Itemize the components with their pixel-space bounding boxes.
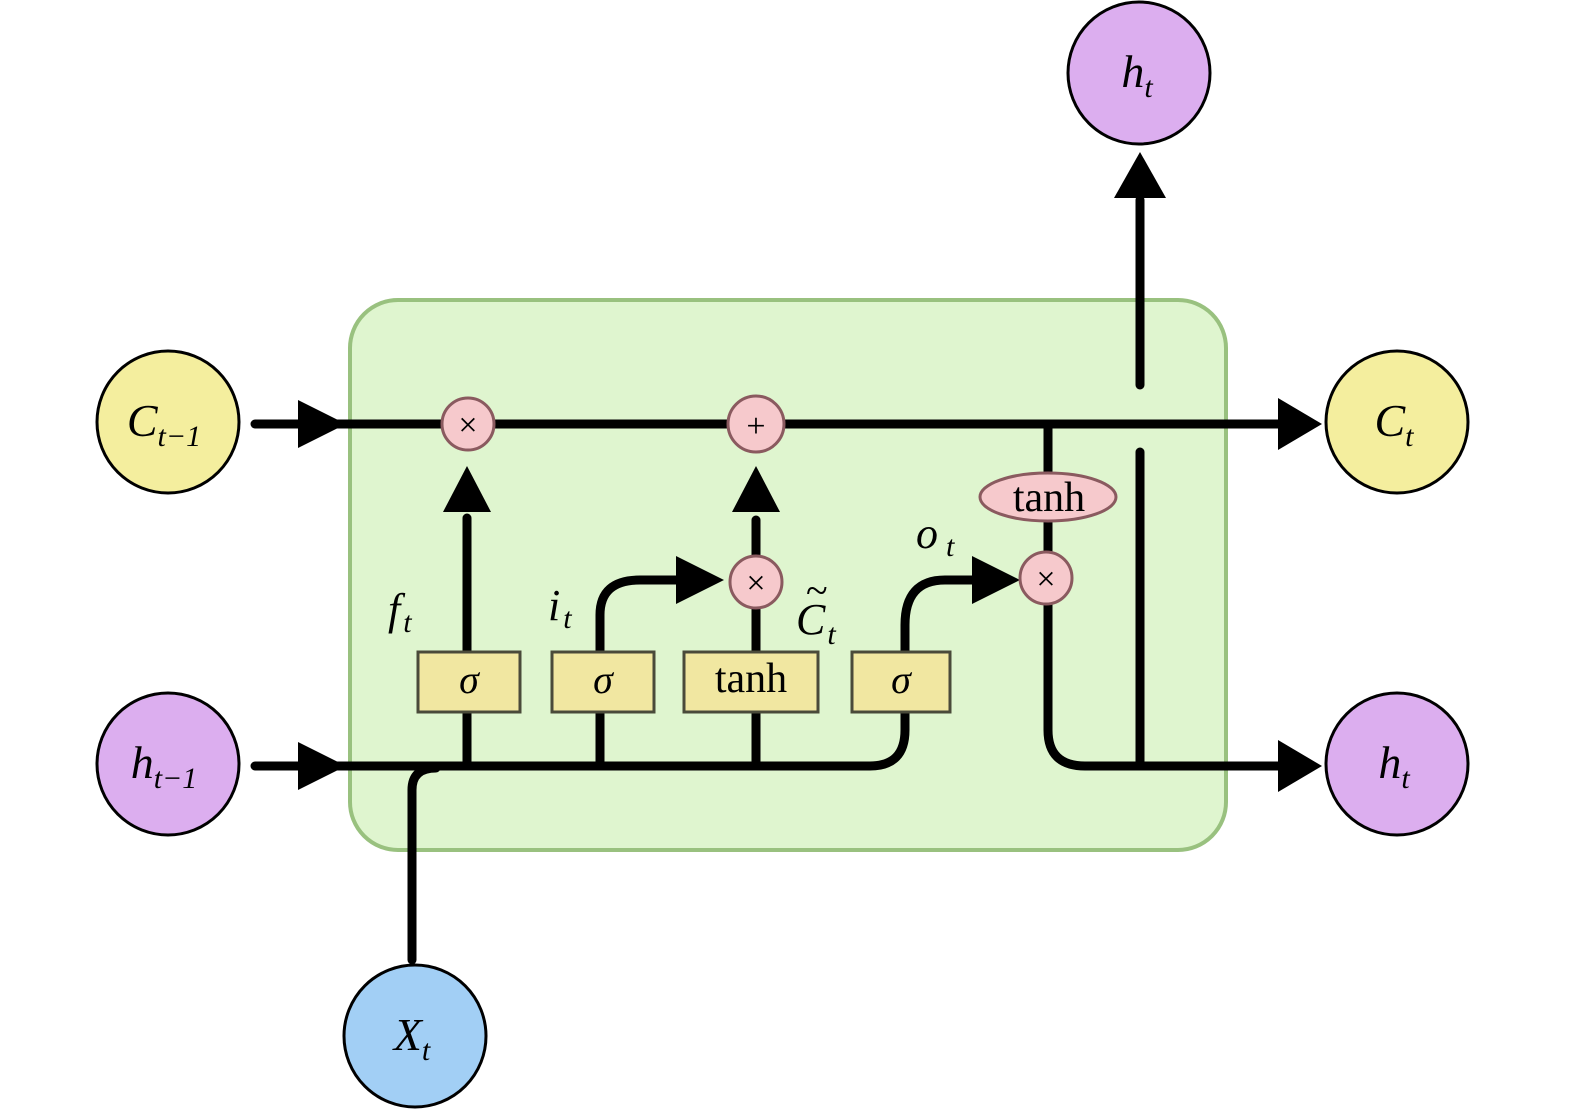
svg-text:ht−1: ht−1 (131, 737, 198, 795)
arrow-forget-up (443, 466, 491, 512)
node-x-in: Xt (342, 963, 488, 1109)
node-h-out: ht (1324, 691, 1470, 837)
svg-text:Ct−1: Ct−1 (127, 395, 201, 453)
svg-text:×: × (1036, 561, 1055, 598)
x-input-line (407, 763, 441, 965)
arrow-input-right (676, 556, 724, 604)
gate-forget-label: σ (459, 657, 480, 702)
gate-forget: σ (416, 650, 522, 714)
op-input-mult: × (728, 554, 784, 610)
gate-output: σ (850, 650, 952, 714)
svg-text:Xt: Xt (392, 1009, 431, 1067)
arrow-output-right (972, 556, 1020, 604)
op-add: + (726, 394, 786, 454)
var-candidate-label: ~ Ct (796, 568, 836, 651)
input-gate-line (595, 575, 695, 771)
op-cell-tanh: tanh (978, 471, 1118, 523)
node-c-out: Ct (1324, 349, 1470, 495)
op-output-mult: × (1018, 550, 1074, 606)
arrowheads (298, 152, 1322, 792)
arrow-c-prev-in (298, 400, 346, 448)
svg-text:~: ~ (806, 568, 828, 613)
arrow-h-out (1278, 740, 1322, 792)
node-h-top: ht (1066, 0, 1212, 146)
node-c-prev: Ct−1 (95, 349, 241, 495)
arrow-candidate-up (732, 466, 780, 512)
svg-text:tanh: tanh (1013, 475, 1085, 521)
node-h-prev: ht−1 (95, 691, 241, 837)
gate-candidate: tanh (682, 650, 820, 714)
output-to-hidden-line (1043, 595, 1297, 771)
arrow-h-prev-in (298, 742, 346, 790)
gate-candidate-label: tanh (715, 656, 787, 702)
gate-output-label: σ (891, 657, 912, 702)
svg-text:ht: ht (1121, 46, 1153, 104)
svg-text:+: + (746, 408, 765, 445)
gate-input-label: σ (593, 657, 614, 702)
svg-text:Ct: Ct (796, 595, 836, 651)
gate-input: σ (550, 650, 656, 714)
svg-text:×: × (458, 407, 477, 444)
arrow-c-out (1278, 398, 1322, 450)
arrow-h-up (1114, 152, 1166, 198)
svg-text:ht: ht (1378, 737, 1410, 795)
op-forget-mult: × (440, 396, 496, 452)
svg-text:Ct: Ct (1374, 395, 1414, 453)
svg-text:×: × (746, 565, 765, 602)
